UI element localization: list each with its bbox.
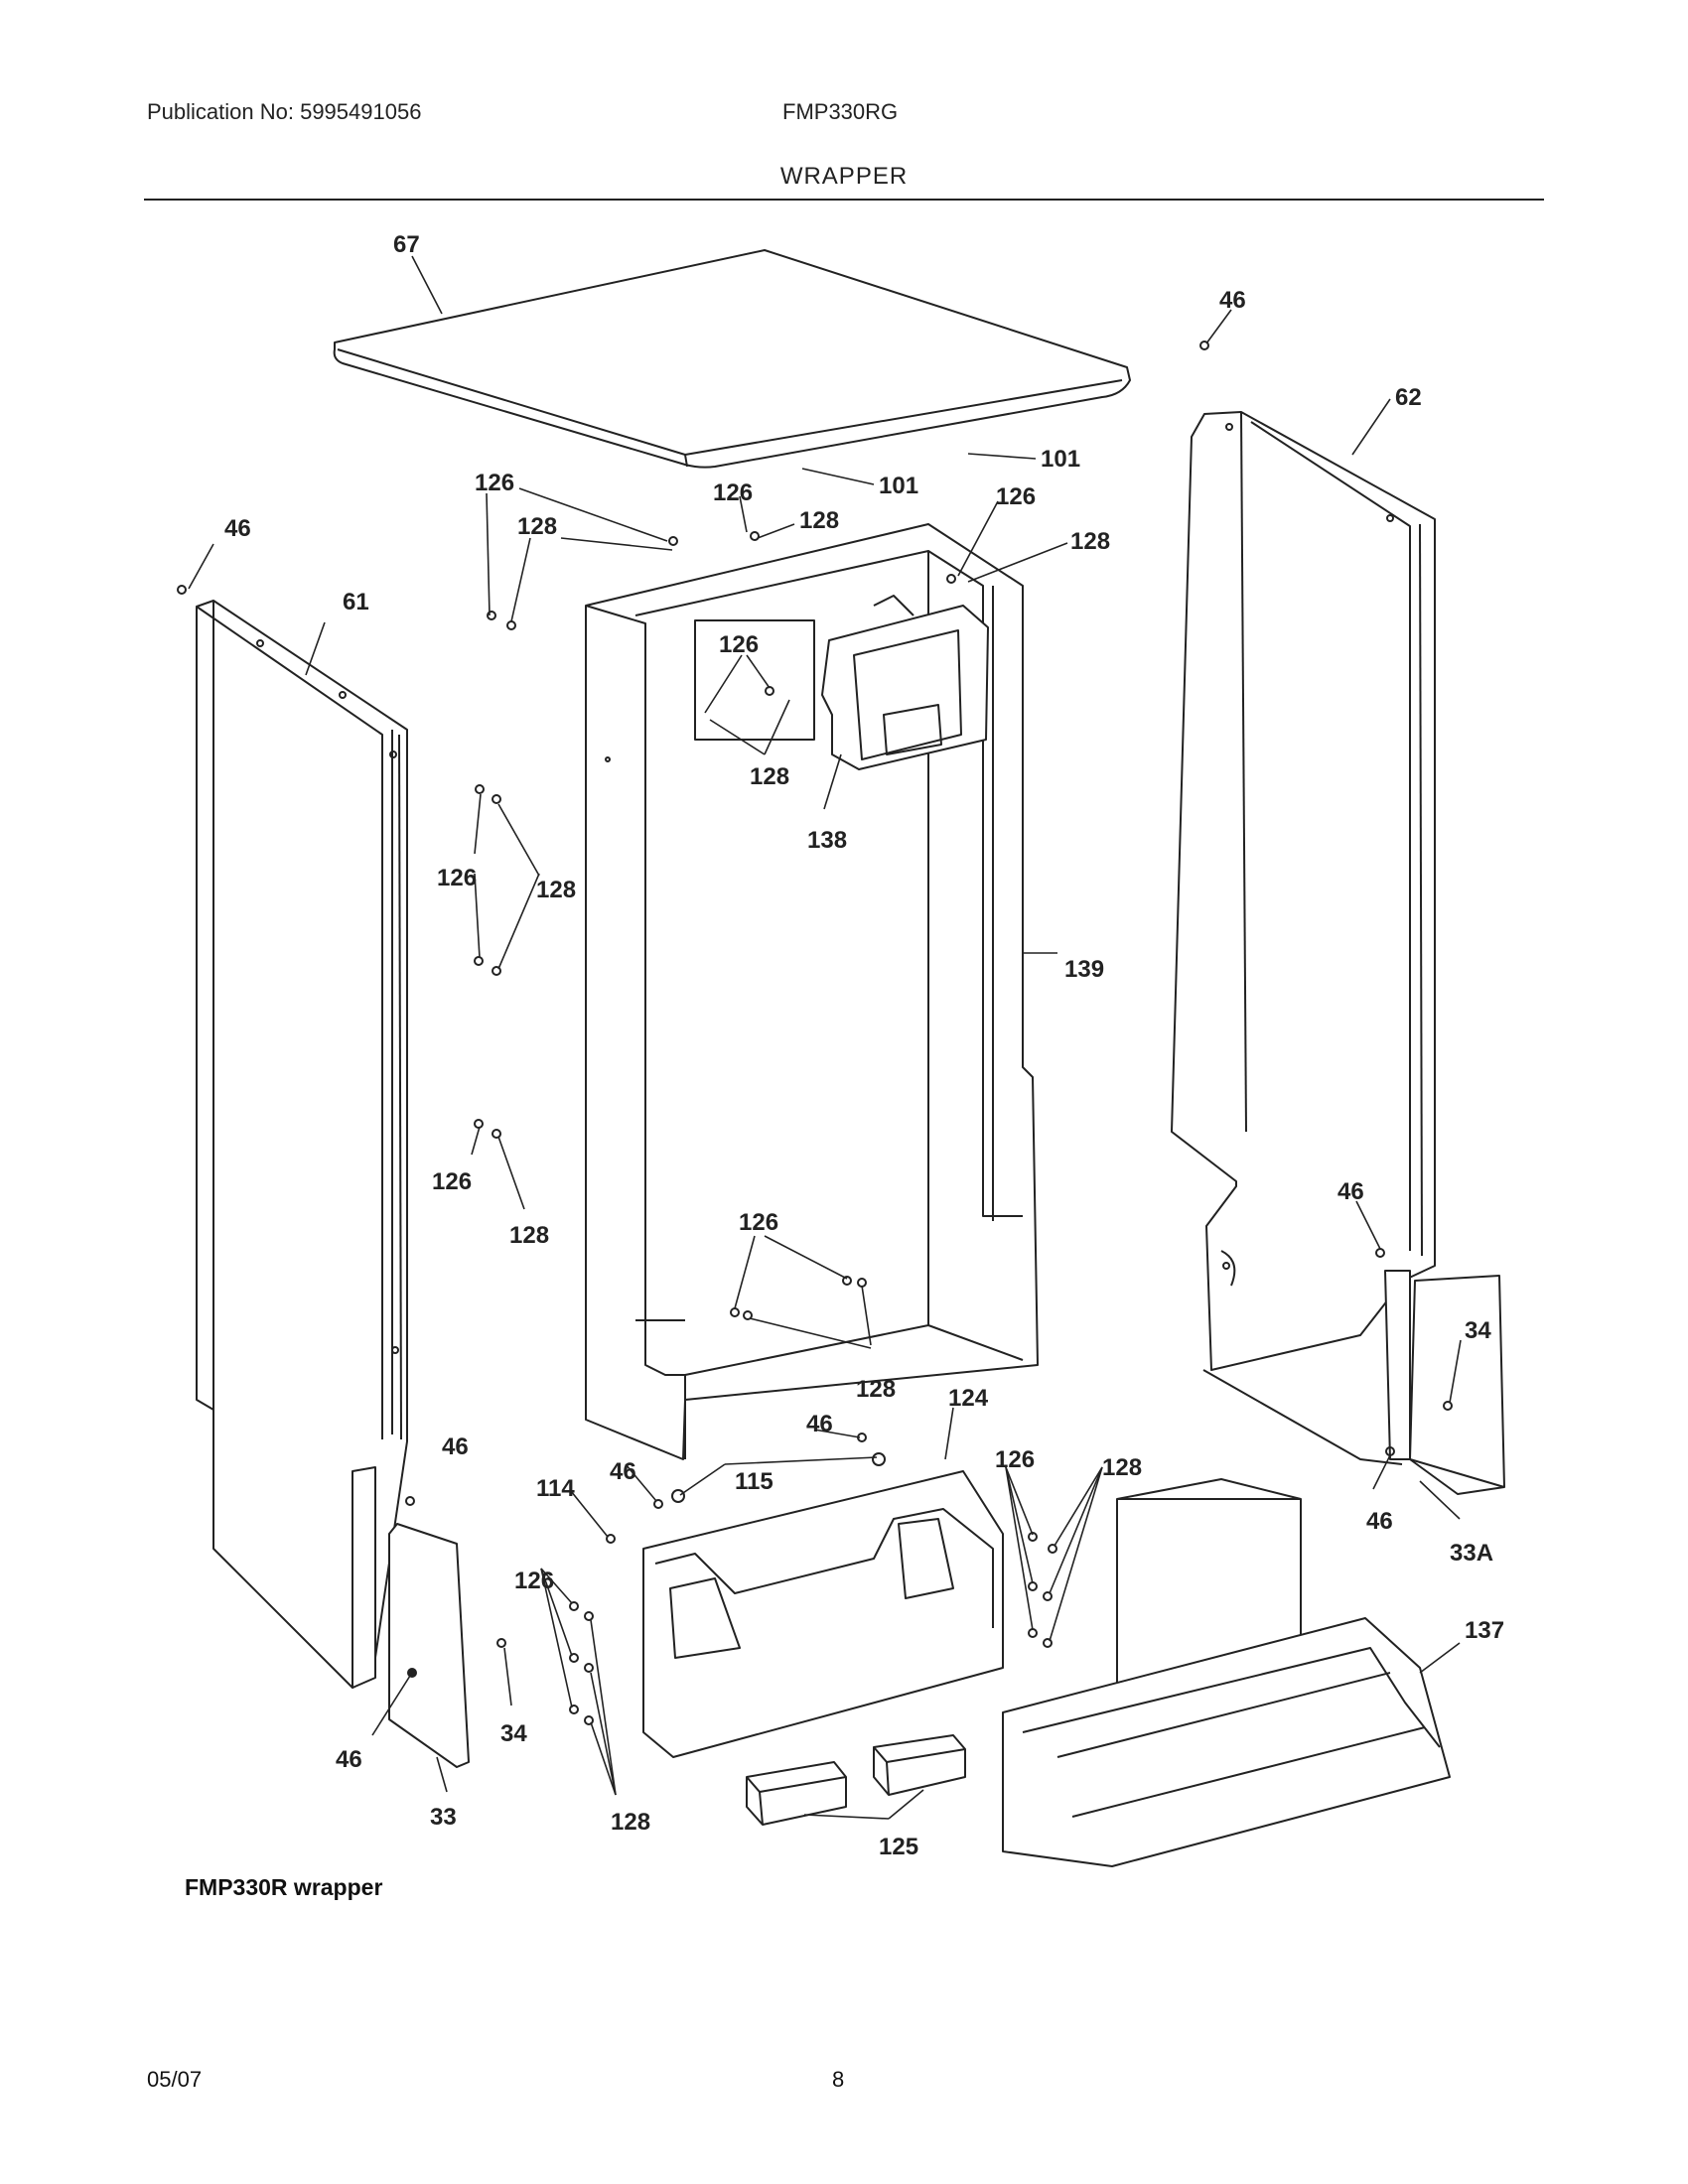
part-67-top-panel xyxy=(333,249,1131,469)
callout-128: 128 xyxy=(1070,528,1110,555)
callout-115: 115 xyxy=(735,1468,774,1495)
callout-67: 67 xyxy=(393,231,420,258)
fasteners xyxy=(177,341,1453,1725)
callout-46: 46 xyxy=(336,1746,362,1773)
callout-62: 62 xyxy=(1395,384,1422,411)
callout-46: 46 xyxy=(1366,1508,1393,1535)
part-61-left-side-panel xyxy=(196,600,408,1689)
callout-46: 46 xyxy=(806,1411,833,1437)
footer-date: 05/07 xyxy=(147,2067,203,2092)
diagram-caption: FMP330R wrapper xyxy=(185,1874,383,1900)
callout-128: 128 xyxy=(611,1809,650,1836)
part-138-control-box xyxy=(821,595,989,770)
part-125-foam-blocks xyxy=(746,1734,966,1826)
callout-126: 126 xyxy=(996,483,1036,510)
callout-33: 33 xyxy=(430,1804,457,1831)
callout-126: 126 xyxy=(739,1209,778,1236)
callout-138: 138 xyxy=(807,827,847,854)
publication-number: Publication No: 5995491056 xyxy=(147,99,422,124)
callout-126: 126 xyxy=(995,1446,1035,1473)
callout-34: 34 xyxy=(500,1720,527,1747)
callout-46: 46 xyxy=(610,1458,636,1485)
callout-128: 128 xyxy=(517,513,557,540)
callout-128: 128 xyxy=(536,877,576,903)
callout-33A: 33A xyxy=(1450,1540,1493,1567)
callout-128: 128 xyxy=(509,1222,549,1249)
section-title: WRAPPER xyxy=(779,163,909,190)
callout-46: 46 xyxy=(224,515,251,542)
part-124-front-bracket xyxy=(642,1470,1004,1758)
part-139-wrapper-liner xyxy=(585,523,1039,1460)
model-number: FMP330RG xyxy=(782,99,899,124)
callout-128: 128 xyxy=(799,507,839,534)
callout-34: 34 xyxy=(1465,1317,1491,1344)
callout-128: 128 xyxy=(856,1376,896,1403)
callout-137: 137 xyxy=(1465,1617,1504,1644)
callout-126: 126 xyxy=(719,631,759,658)
page-number: 8 xyxy=(832,2067,845,2092)
callout-114: 114 xyxy=(536,1475,575,1502)
callout-126: 126 xyxy=(475,470,514,496)
part-137-kick-plate xyxy=(1002,1478,1451,1867)
callout-126: 126 xyxy=(437,865,477,891)
callout-126: 126 xyxy=(432,1168,472,1195)
callout-101: 101 xyxy=(879,473,918,499)
callout-46: 46 xyxy=(1219,287,1246,314)
callout-126: 126 xyxy=(514,1568,554,1594)
callout-101: 101 xyxy=(1041,446,1080,473)
callout-128: 128 xyxy=(1102,1454,1142,1481)
part-33-left-cover xyxy=(352,1466,470,1768)
callout-124: 124 xyxy=(948,1385,989,1412)
callout-126: 126 xyxy=(713,479,753,506)
callout-139: 139 xyxy=(1064,956,1104,983)
leader-lines xyxy=(188,255,1462,1820)
callout-46: 46 xyxy=(1337,1178,1364,1205)
callout-61: 61 xyxy=(343,589,369,615)
header-rule xyxy=(144,199,1544,201)
part-62-right-side-panel xyxy=(1171,411,1436,1465)
callout-128: 128 xyxy=(750,763,789,790)
callout-125: 125 xyxy=(879,1834,918,1860)
callout-46: 46 xyxy=(442,1433,469,1460)
part-33A-right-cover xyxy=(1384,1270,1505,1495)
